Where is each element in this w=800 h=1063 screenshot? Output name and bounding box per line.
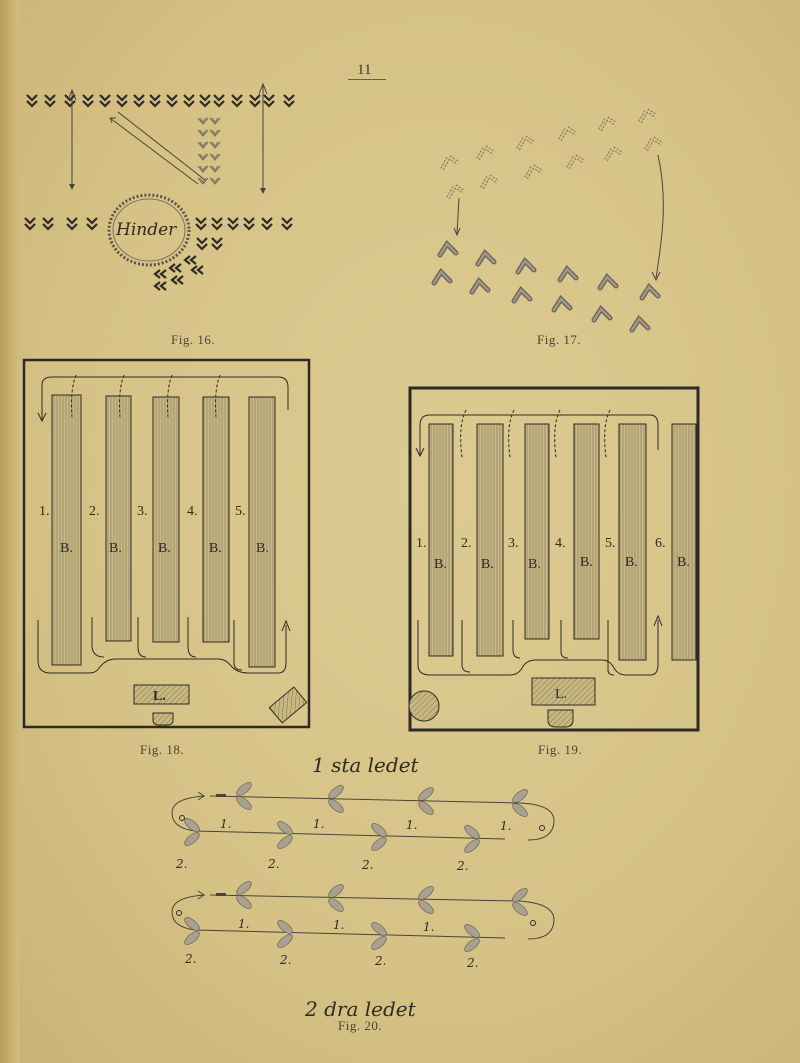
svg-text:B.: B. [158,541,171,556]
fig19-caption: Fig. 19. [538,742,583,757]
obstacle-label: Hinder [115,220,177,240]
svg-text:B.: B. [481,557,494,572]
bottom-title: 2 dra ledet [304,997,417,1021]
svg-text:1.: 1. [313,817,324,831]
room-border [22,358,311,729]
svg-text:2.: 2. [461,536,472,551]
door-shape [152,712,174,726]
room-border [408,386,700,732]
beds [51,394,276,668]
center-box-label: L. [555,687,567,702]
corner-block [268,686,308,724]
bed-labels: B. B. B. B. B. [60,541,269,556]
svg-text:B.: B. [625,555,638,570]
svg-text:2.: 2. [466,956,478,970]
svg-text:2.: 2. [184,952,196,966]
center-box-label: L. [153,689,166,704]
fig16-caption: Fig. 16. [171,332,216,347]
svg-text:2.: 2. [361,858,373,872]
long-arrow [651,154,664,282]
column-formation-outline [197,117,221,185]
svg-text:2.: 2. [456,859,468,873]
bed-labels: B. B. B. B. B. B. [434,555,690,572]
svg-text:5.: 5. [235,504,246,519]
svg-text:B.: B. [580,555,593,570]
door-shape [547,709,574,728]
loop-1: 1. 1. 1. 1. 2. 2. 2. 2. [171,779,555,873]
svg-text:1.: 1. [423,920,434,934]
turning-formation [153,254,205,292]
svg-text:1.: 1. [220,817,231,831]
page-edge-shadow [0,0,20,1063]
svg-text:2.: 2. [267,857,279,871]
left-arrow [67,88,77,190]
svg-text:2.: 2. [279,953,291,967]
row-labels: 1. 2. 3. 4. 5. [39,504,246,519]
svg-text:B.: B. [209,541,222,556]
figure-20: 1 sta ledet 1. 1. 1. 1. 2. 2. 2. 2. 1. 1. 1. … [171,753,555,1021]
fig17-caption: Fig. 17. [537,332,582,347]
svg-text:1.: 1. [333,918,344,932]
flow-path [37,374,291,674]
svg-text:B.: B. [677,555,690,570]
row-labels: 1. 2. 3. 4. 5. 6. [416,536,666,551]
flow-path [415,409,663,676]
svg-text:B.: B. [109,541,122,556]
figure-16: Hinder [23,82,296,292]
figure-18: B. B. B. B. B. 1. 2. 3. 4. 5. L. [22,358,311,729]
bottom-formation-right [194,216,294,251]
beds [428,423,697,661]
fig18-caption: Fig. 18. [140,742,185,757]
loop-2: 1. 1. 1. 2. 2. 2. 2. [171,878,555,970]
svg-text:2.: 2. [89,504,100,519]
svg-text:1.: 1. [39,504,50,519]
right-arrow [258,82,268,194]
page-number: 11 [357,62,372,78]
bottom-formation-left [23,216,99,231]
svg-text:B.: B. [256,541,269,556]
svg-text:5.: 5. [605,536,616,551]
short-arrow [453,197,461,237]
svg-text:B.: B. [60,541,73,556]
svg-text:4.: 4. [187,504,198,519]
svg-text:2.: 2. [175,857,187,871]
center-box-l [531,677,596,706]
svg-text:2.: 2. [374,954,386,968]
fig20-caption: Fig. 20. [338,1018,383,1033]
figure-19: B. B. B. B. B. B. 1. 2. 3. 4. 5. 6. L. [408,386,700,732]
top-formation [25,93,296,108]
dashed-formation [440,108,664,200]
svg-text:B.: B. [434,557,447,572]
svg-text:1.: 1. [406,818,417,832]
top-title: 1 sta ledet [312,753,420,777]
svg-text:4.: 4. [555,536,566,551]
svg-text:B.: B. [528,557,541,572]
page-number-rule [348,79,386,80]
corner-circle [408,690,440,722]
figure-17 [400,108,664,340]
diagonal-arrows [109,111,206,185]
svg-text:1.: 1. [416,536,427,551]
svg-text:6.: 6. [655,536,666,551]
center-box-l [133,684,190,705]
svg-text:1.: 1. [500,819,511,833]
obstacle-circle: Hinder [107,193,191,267]
svg-text:3.: 3. [508,536,519,551]
svg-text:3.: 3. [137,504,148,519]
solid-formation [434,244,658,330]
svg-text:1.: 1. [238,917,249,931]
